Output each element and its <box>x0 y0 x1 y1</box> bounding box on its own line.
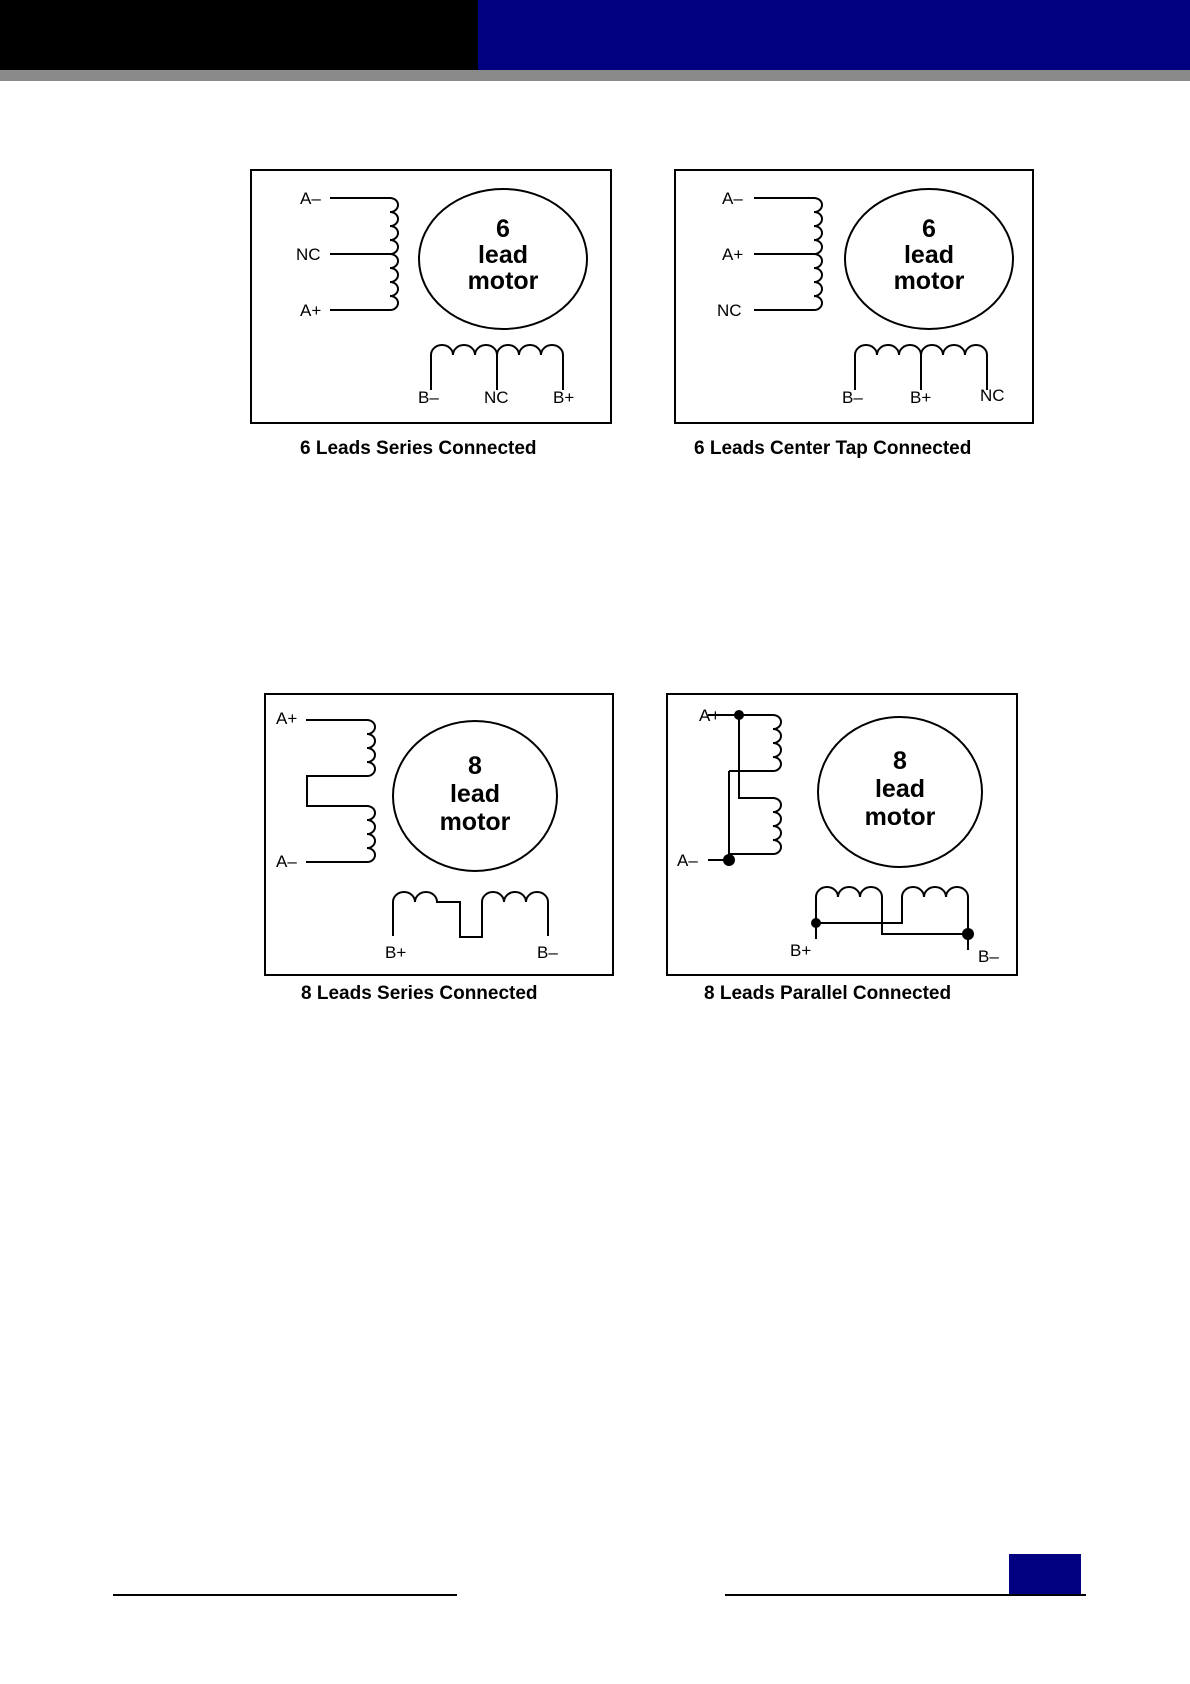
motor-label-lead: lead <box>904 241 954 269</box>
a-label-3: NC <box>717 301 742 320</box>
diagram-caption: 8 Leads Series Connected <box>301 983 538 1004</box>
junction-dot <box>811 918 821 928</box>
b-label-2: B– <box>978 947 999 966</box>
b-label-1: B+ <box>385 943 406 962</box>
a-label-2: A– <box>677 851 698 870</box>
diagram-caption: 8 Leads Parallel Connected <box>704 983 951 1004</box>
junction-dot <box>723 854 735 866</box>
diagram-6-leads-center-tap: A– A+ NC 6 lead motor B– B+ NC 6 Leads C… <box>674 167 1046 467</box>
motor-label-number: 8 <box>893 747 907 775</box>
motor-label-motor: motor <box>468 267 539 295</box>
motor-label-motor: motor <box>865 803 936 831</box>
junction-dot <box>962 928 974 940</box>
motor-label-number: 6 <box>922 215 936 243</box>
b-label-2: B– <box>537 943 558 962</box>
b-label-2: NC <box>484 388 509 407</box>
a-label-2: A+ <box>722 245 743 264</box>
junction-dot <box>734 710 744 720</box>
motor-label-motor: motor <box>894 267 965 295</box>
b-label-3: NC <box>980 386 1005 405</box>
a-label-1: A– <box>300 189 321 208</box>
header-gray-rule <box>0 70 1190 81</box>
motor-label-motor: motor <box>440 808 511 836</box>
motor-label-number: 6 <box>496 215 510 243</box>
a-label-1: A+ <box>699 706 720 725</box>
motor-label-number: 8 <box>468 752 482 780</box>
a-label-2: A– <box>276 852 297 871</box>
page-number-badge <box>1009 1554 1081 1594</box>
diagram-caption: 6 Leads Series Connected <box>300 438 537 459</box>
footer-rule-left <box>113 1594 457 1596</box>
b-label-1: B+ <box>790 941 811 960</box>
motor-label-lead: lead <box>875 775 925 803</box>
b-label-3: B+ <box>553 388 574 407</box>
diagram-8-leads-parallel: A+ A– 8 lead motor B+ B– 8 Leads Paralle… <box>666 692 1026 1022</box>
b-label-2: B+ <box>910 388 931 407</box>
diagram-caption: 6 Leads Center Tap Connected <box>694 438 971 459</box>
diagram-6-leads-series: A– NC A+ 6 lead motor B– NC B+ 6 Leads S… <box>250 167 622 467</box>
header-black-bar <box>0 0 478 70</box>
b-label-1: B– <box>842 388 863 407</box>
a-label-1: A+ <box>276 709 297 728</box>
footer-rule-right <box>725 1594 1086 1596</box>
header-blue-bar <box>478 0 1190 70</box>
motor-label-lead: lead <box>450 780 500 808</box>
a-label-3: A+ <box>300 301 321 320</box>
b-label-1: B– <box>418 388 439 407</box>
a-label-1: A– <box>722 189 743 208</box>
diagram-8-leads-series: A+ A– 8 lead motor B+ B– 8 Leads Series … <box>264 692 624 1022</box>
a-label-2: NC <box>296 245 321 264</box>
motor-label-lead: lead <box>478 241 528 269</box>
